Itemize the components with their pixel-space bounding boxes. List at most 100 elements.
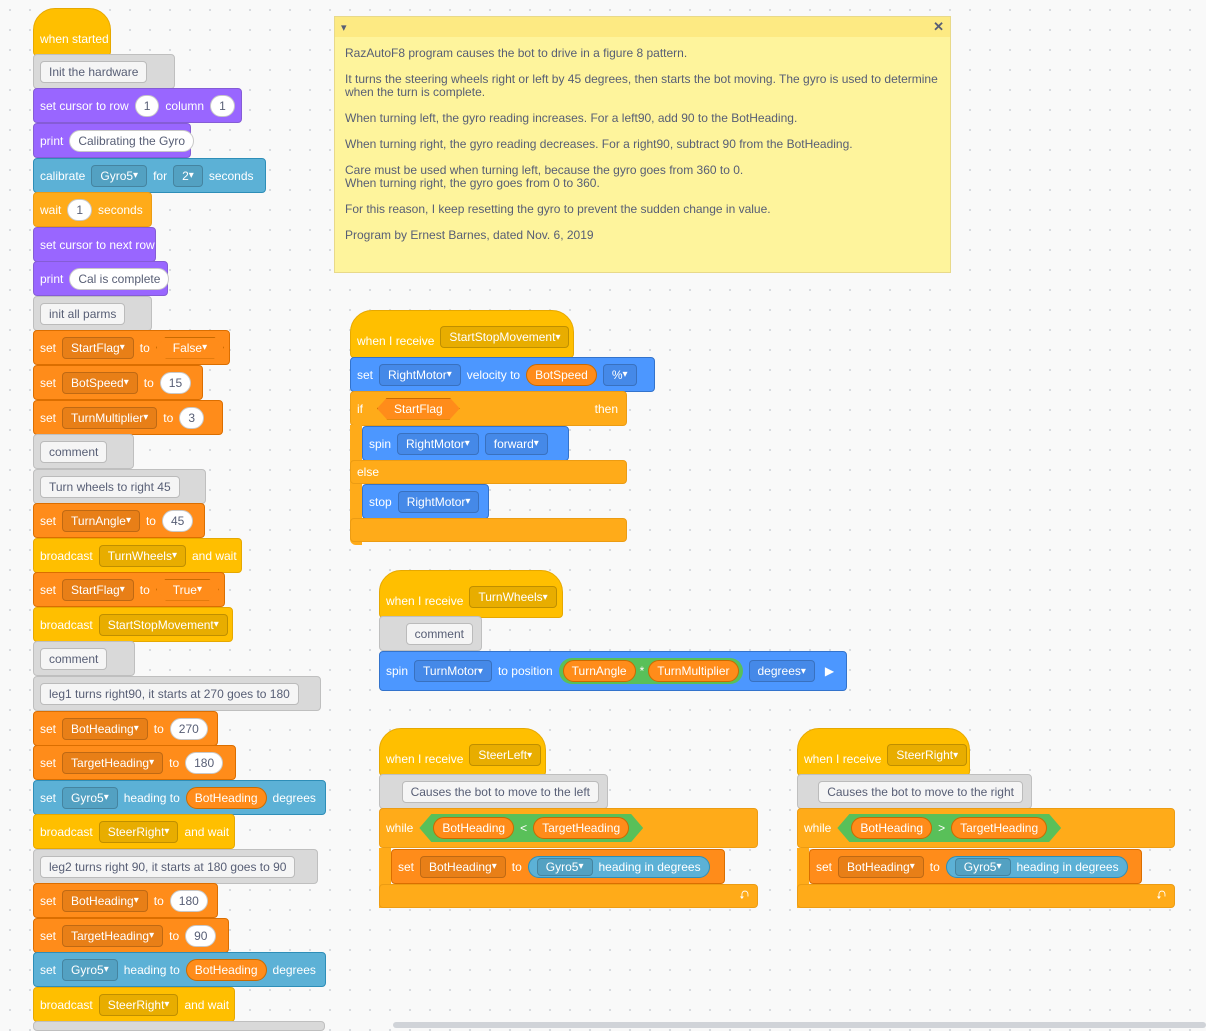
set-variable-block[interactable]: set BotSpeed to 15 [33, 365, 203, 400]
gyro-dropdown[interactable]: Gyro5 [954, 857, 1011, 876]
set-gyro-heading-block[interactable]: set Gyro5 heading to BotHeading degrees [33, 952, 326, 987]
set-variable-block[interactable]: set TurnMultiplier to 3 [33, 400, 223, 435]
comment-block[interactable]: comment [33, 434, 134, 469]
comment-block[interactable]: comment [379, 616, 482, 651]
variable-dropdown[interactable]: BotSpeed [62, 371, 138, 394]
broadcast-wait-block[interactable]: broadcast TurnWheels and wait [33, 538, 242, 573]
print-input[interactable]: Calibrating the Gyro [69, 129, 195, 152]
variable-reporter[interactable]: TargetHeading [533, 817, 629, 839]
value-input[interactable]: 15 [159, 371, 192, 394]
stop-block[interactable]: stop RightMotor [362, 484, 489, 519]
when-receive-block[interactable]: when I receive StartStopMovement [350, 310, 574, 358]
comment-block[interactable]: comment [33, 641, 135, 676]
motor-dropdown[interactable]: TurnMotor [414, 660, 492, 682]
comment-block[interactable] [33, 1021, 325, 1031]
broadcast-block[interactable]: broadcast StartStopMovement [33, 607, 233, 642]
seconds-dropdown[interactable]: 2 [173, 164, 203, 187]
note-text[interactable]: RazAutoF8 program causes the bot to driv… [335, 37, 950, 265]
value-input[interactable]: 180 [185, 751, 224, 774]
comment-text[interactable]: Causes the bot to move to the left [401, 780, 599, 803]
set-variable-block[interactable]: set BotHeading to 180 [33, 883, 218, 918]
if-else-block[interactable]: if StartFlag then [350, 391, 627, 426]
wait-block[interactable]: wait 1 seconds [33, 192, 152, 227]
set-variable-block[interactable]: set StartFlag to True [33, 572, 225, 607]
broadcast-wait-block[interactable]: broadcast SteerRight and wait [33, 987, 235, 1022]
close-icon[interactable]: ✕ [933, 19, 944, 34]
value-input[interactable]: 3 [179, 406, 204, 429]
column-input[interactable]: 1 [210, 94, 235, 117]
broadcast-wait-block[interactable]: broadcast SteerRight and wait [33, 814, 235, 849]
comment-text[interactable]: Causes the bot to move to the right [818, 780, 1023, 803]
value-input[interactable]: 270 [169, 717, 208, 740]
variable-dropdown[interactable]: BotHeading [838, 855, 924, 878]
comment-block[interactable]: leg2 turns right 90, it starts at 180 go… [33, 849, 318, 884]
gyro-dropdown[interactable]: Gyro5 [536, 857, 593, 876]
program-note[interactable]: ▾ ✕ RazAutoF8 program causes the bot to … [334, 16, 951, 273]
comment-block[interactable]: Causes the bot to move to the left [379, 774, 608, 809]
set-variable-block[interactable]: set TurnAngle to 45 [33, 503, 205, 538]
value-input[interactable]: 45 [161, 509, 194, 532]
variable-reporter[interactable]: BotHeading [185, 958, 267, 981]
message-dropdown[interactable]: TurnWheels [98, 544, 186, 567]
variable-dropdown[interactable]: BotHeading [420, 855, 506, 878]
comment-text[interactable]: Init the hardware [40, 60, 148, 83]
message-dropdown[interactable]: TurnWheels [469, 586, 557, 608]
set-velocity-block[interactable]: set RightMotor velocity to BotSpeed % [350, 357, 655, 392]
comment-block[interactable]: leg1 turns right90, it starts at 270 goe… [33, 676, 321, 711]
row-input[interactable]: 1 [134, 94, 160, 117]
message-dropdown[interactable]: SteerRight [98, 993, 179, 1016]
while-block[interactable]: while BotHeading < TargetHeading [379, 808, 758, 848]
message-dropdown[interactable]: SteerRight [887, 744, 968, 766]
comment-block[interactable]: init all parms [33, 296, 152, 331]
spin-block[interactable]: spin RightMotor forward [362, 426, 569, 461]
variable-dropdown[interactable]: BotHeading [62, 889, 148, 912]
set-variable-block[interactable]: set TargetHeading to 90 [33, 918, 229, 953]
horizontal-scrollbar[interactable] [393, 1022, 1206, 1028]
gyro-heading-reporter[interactable]: Gyro5 heading in degrees [527, 855, 710, 878]
while-block[interactable]: while BotHeading > TargetHeading [797, 808, 1175, 848]
set-cursor-block[interactable]: set cursor to row 1 column 1 [33, 88, 242, 123]
calibrate-block[interactable]: calibrate Gyro5 for 2 seconds [33, 158, 266, 193]
print-block[interactable]: print Cal is complete [33, 261, 170, 296]
greater-than-operator[interactable]: BotHeading > TargetHeading [837, 814, 1061, 842]
variable-dropdown[interactable]: TurnMultiplier [62, 406, 158, 429]
set-variable-block[interactable]: set StartFlag to False [33, 330, 230, 365]
variable-dropdown[interactable]: TargetHeading [62, 751, 164, 774]
when-started-block[interactable]: when started [33, 8, 111, 56]
print-input[interactable]: Cal is complete [69, 267, 170, 290]
when-receive-block[interactable]: when I receive SteerLeft [379, 728, 546, 776]
variable-reporter[interactable]: BotHeading [185, 786, 267, 809]
message-dropdown[interactable]: StartStopMovement [440, 326, 570, 348]
variable-reporter[interactable]: BotHeading [851, 817, 932, 839]
message-dropdown[interactable]: SteerRight [98, 820, 179, 843]
message-dropdown[interactable]: SteerLeft [469, 744, 542, 766]
set-variable-block[interactable]: set BotHeading to 270 [33, 711, 218, 746]
set-gyro-heading-block[interactable]: set Gyro5 heading to BotHeading degrees [33, 780, 326, 815]
boolean-dropdown[interactable]: False [156, 337, 224, 359]
variable-reporter[interactable]: BotHeading [433, 817, 514, 839]
variable-dropdown[interactable]: TurnAngle [62, 509, 140, 532]
wait-input[interactable]: 1 [67, 198, 93, 221]
gyro-dropdown[interactable]: Gyro5 [62, 786, 118, 809]
variable-dropdown[interactable]: BotHeading [62, 717, 148, 740]
variable-dropdown[interactable]: StartFlag [62, 578, 134, 601]
motor-dropdown[interactable]: RightMotor [379, 363, 461, 386]
less-than-operator[interactable]: BotHeading < TargetHeading [419, 814, 643, 842]
comment-text[interactable]: init all parms [40, 302, 126, 325]
set-variable-block[interactable]: set BotHeading to Gyro5 heading in degre… [391, 849, 725, 884]
boolean-reporter[interactable]: StartFlag [377, 398, 460, 420]
variable-reporter[interactable]: TurnAngle [562, 660, 636, 682]
when-receive-block[interactable]: when I receive TurnWheels [379, 570, 563, 618]
comment-text[interactable]: comment [405, 622, 473, 645]
comment-block[interactable]: Causes the bot to move to the right [797, 774, 1032, 809]
print-block[interactable]: print Calibrating the Gyro [33, 123, 195, 158]
comment-text[interactable]: comment [40, 647, 108, 670]
comment-text[interactable]: Turn wheels to right 45 [40, 475, 180, 498]
value-input[interactable]: 90 [185, 924, 217, 947]
motor-dropdown[interactable]: RightMotor [397, 432, 479, 455]
set-variable-block[interactable]: set TargetHeading to 180 [33, 745, 236, 780]
value-input[interactable]: 180 [169, 889, 208, 912]
variable-reporter[interactable]: BotSpeed [526, 363, 597, 386]
direction-dropdown[interactable]: forward [484, 432, 548, 455]
play-icon[interactable]: ▶ [824, 664, 835, 678]
